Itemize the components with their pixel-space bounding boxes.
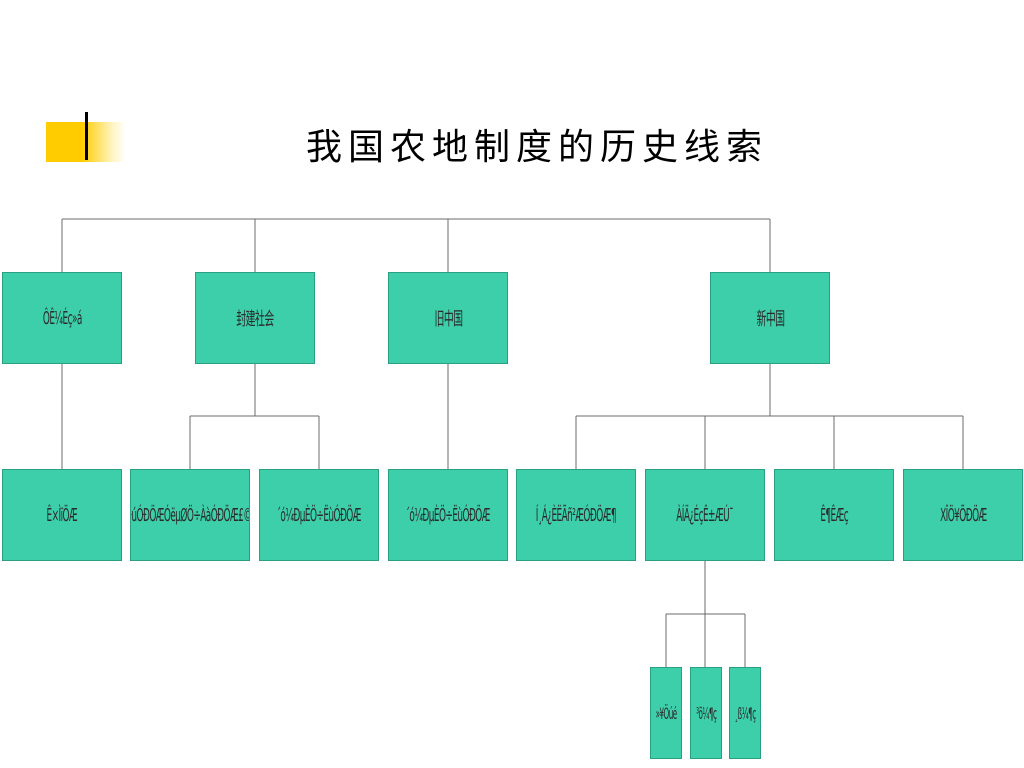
node-feudal-society: 封建社会 xyxy=(195,272,315,364)
node-m2: ¹úÓÐÖÆÓëµØÖ÷ÀàÓÐÖÆ£© xyxy=(130,469,250,561)
node-m5: Í¸Á¿ÈËÃñ²ÆÓÐÖÆ¶ xyxy=(516,469,636,561)
node-m3: ´ó¼ÐµÈÖ÷ËùÓÐÖÆ xyxy=(259,469,379,561)
node-m7: Ê¶ÊÆç xyxy=(774,469,894,561)
node-m4: ´ó¼ÐµÈÖ÷ËùÓÐÖÆ xyxy=(388,469,508,561)
node-m6: ÀÍÄ¿ÉçÊ±ÆÚ¯ xyxy=(645,469,765,561)
node-m8: XÎÖ¥ÕÐÖÆ xyxy=(903,469,1023,561)
node-old-china: 旧中国 xyxy=(388,272,508,364)
node-new-china: 新中国 xyxy=(710,272,830,364)
node-m1: Ê×ÌïÖÆ xyxy=(2,469,122,561)
node-primitive-society: Ô­Ê¼Éç»á xyxy=(2,272,122,364)
slide-title: 我国农地制度的历史线索 xyxy=(305,127,768,168)
node-k3: ¸ß¼¶ç xyxy=(729,667,761,759)
node-k2: ³õ¼¶ç xyxy=(690,667,722,759)
node-k1: »¥Öúé xyxy=(650,667,682,759)
title-accent-bar xyxy=(85,112,88,160)
